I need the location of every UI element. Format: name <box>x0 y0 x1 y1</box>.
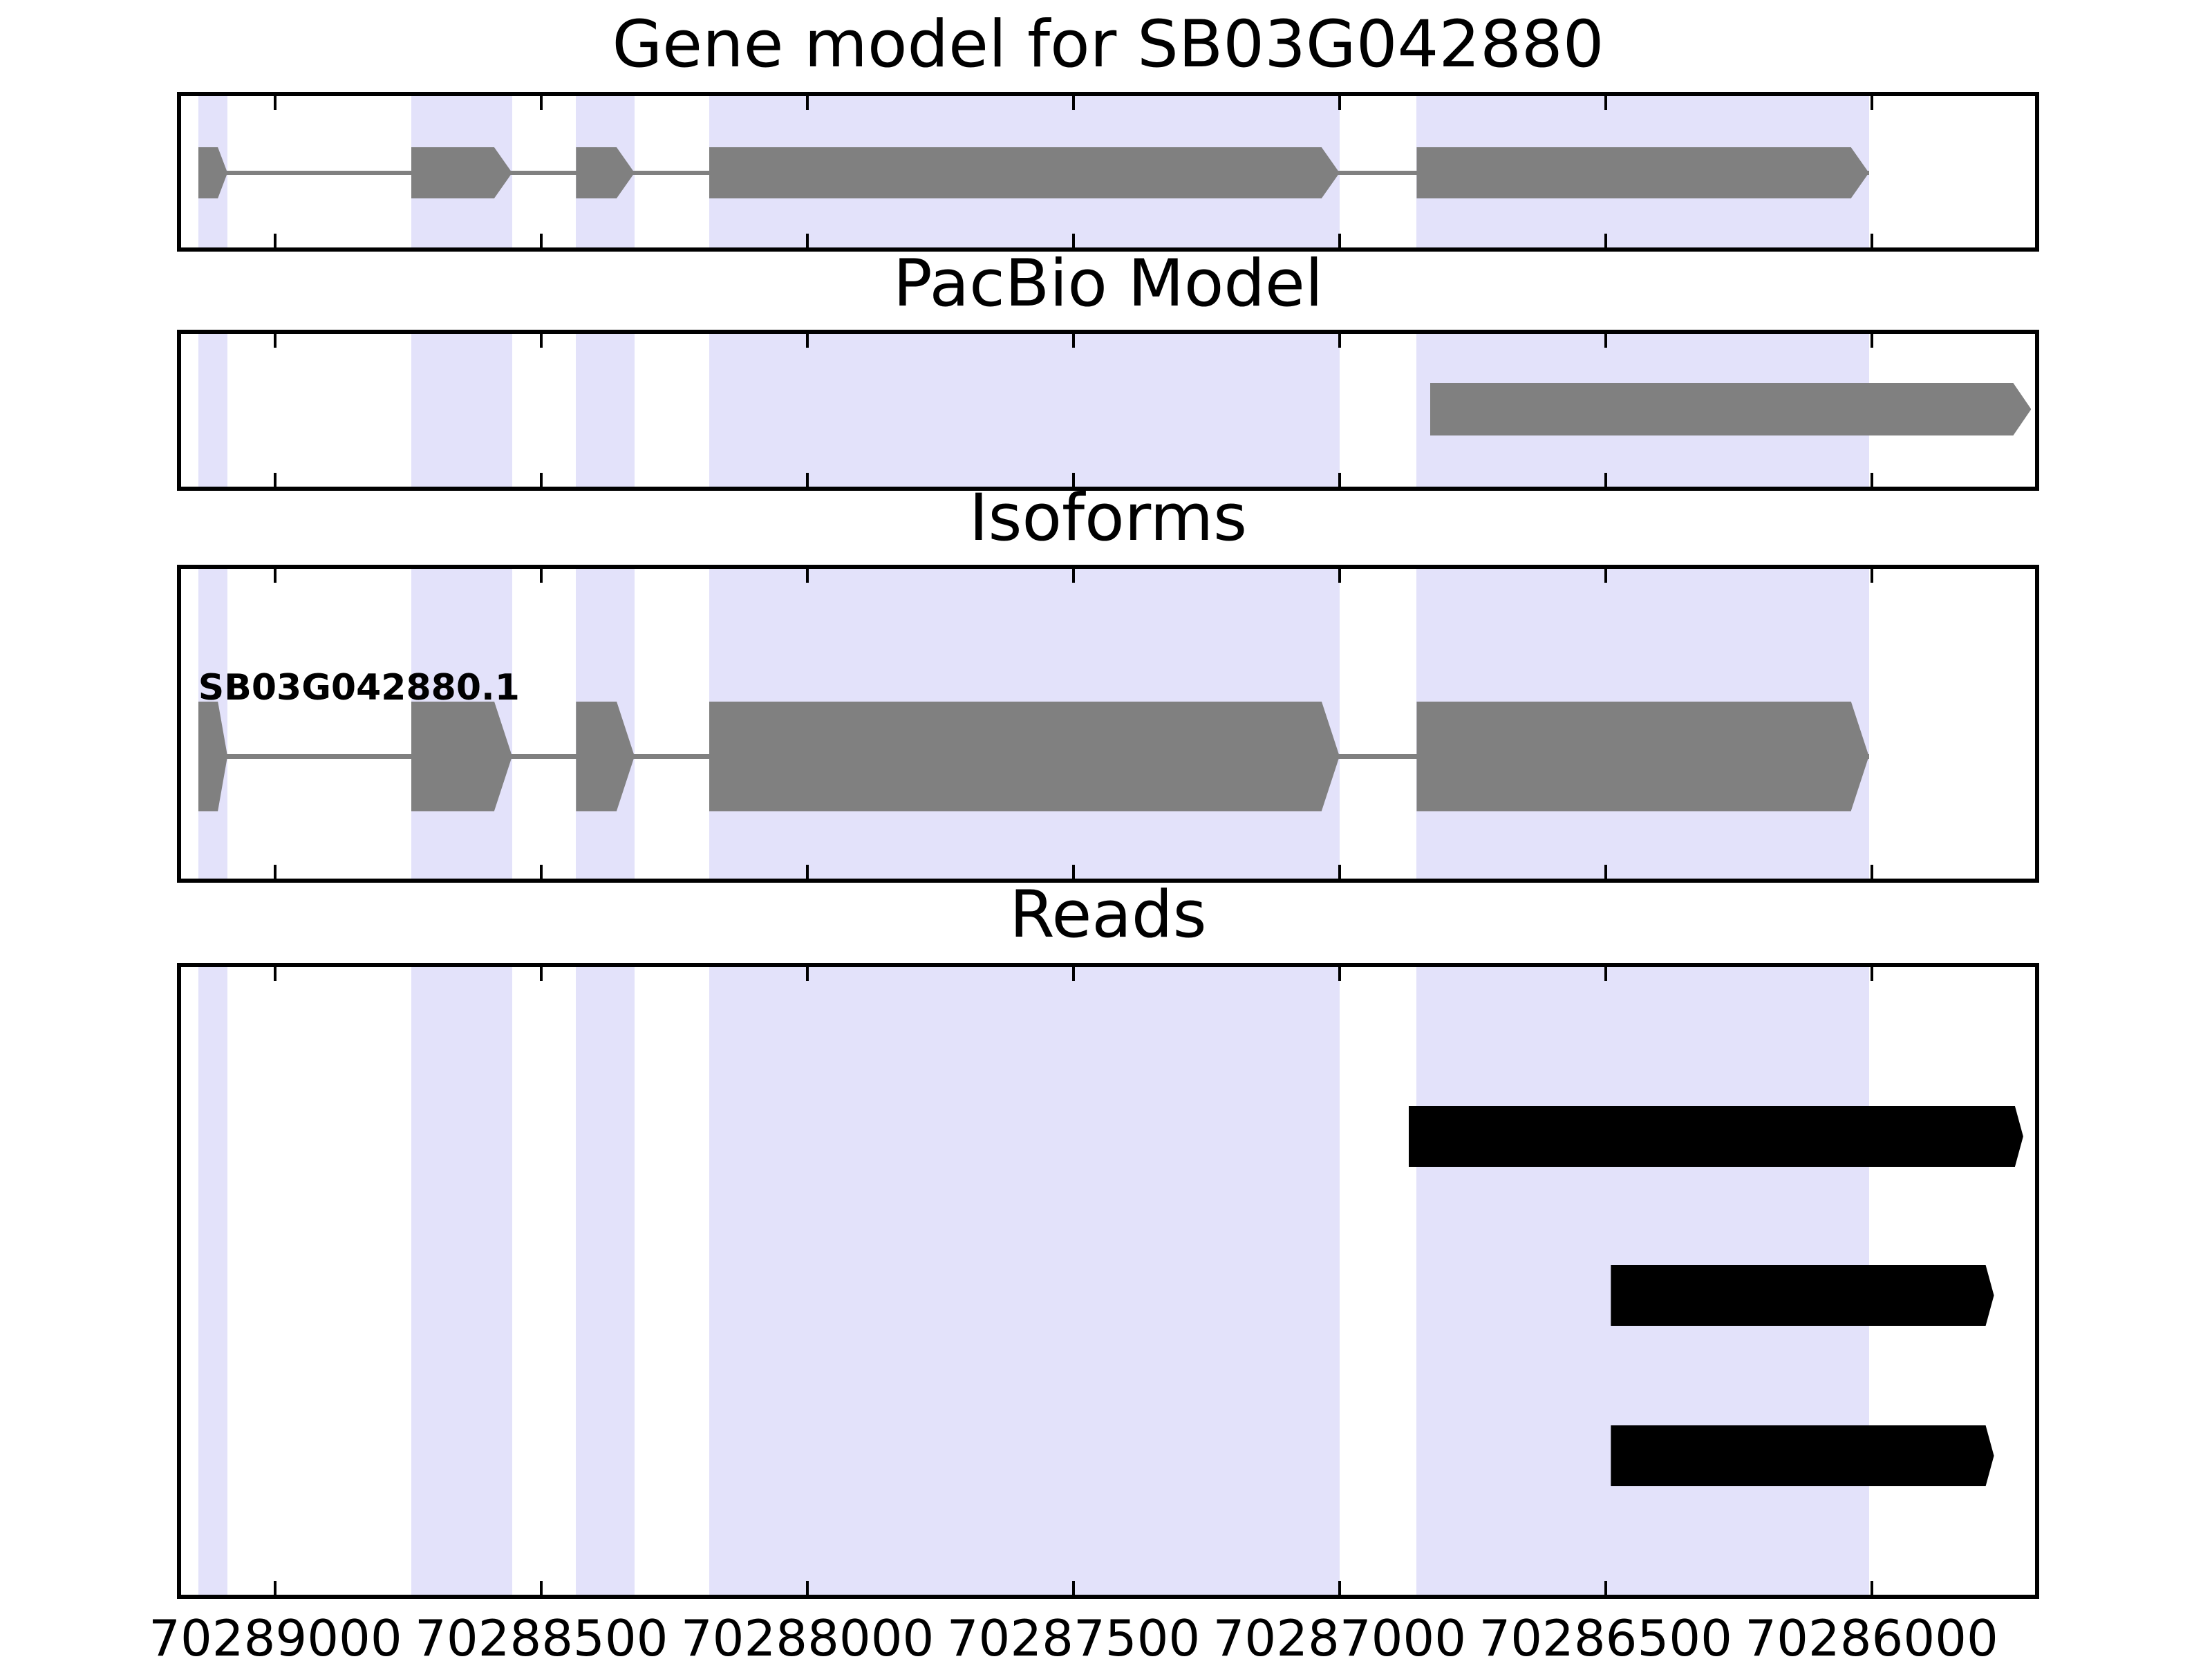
isoforms-panel-title: Isoforms <box>968 480 1248 556</box>
axis-tick-mark <box>1604 334 1607 348</box>
axis-tick-mark <box>1338 96 1341 110</box>
axis-tick-mark <box>806 234 809 247</box>
axis-tick-mark <box>1338 967 1341 981</box>
axis-tick-mark <box>806 1581 809 1595</box>
axis-tick-mark <box>1071 334 1075 348</box>
pacbio-panel <box>177 330 2039 491</box>
axis-tick-mark <box>274 473 277 487</box>
read-bar <box>1611 1265 1994 1326</box>
axis-tick-mark <box>1338 865 1341 879</box>
axis-tick-mark <box>1338 1581 1341 1595</box>
axis-tick-mark <box>1071 473 1075 487</box>
read-bar <box>1409 1106 2023 1167</box>
x-axis-tick-label: 70289000 <box>149 1609 402 1659</box>
axis-tick-mark <box>806 865 809 879</box>
x-axis-tick-label: 70288500 <box>415 1609 668 1659</box>
x-axis-tick-label: 70286000 <box>1745 1609 1998 1659</box>
axis-tick-mark <box>540 96 543 110</box>
x-axis-tick-label: 70287500 <box>946 1609 1201 1659</box>
exon-highlight-band <box>709 967 1340 1595</box>
axis-tick-mark <box>1338 569 1341 583</box>
isoform-exon-arrow <box>411 702 512 812</box>
axis-tick-mark <box>1870 234 1873 247</box>
axis-tick-mark <box>806 967 809 981</box>
x-axis-tick-label: 70286500 <box>1479 1609 1732 1659</box>
axis-tick-mark <box>1604 569 1607 583</box>
exon-highlight-band <box>198 334 228 487</box>
axis-tick-mark <box>1604 234 1607 247</box>
axis-tick-mark <box>540 473 543 487</box>
axis-tick-mark <box>1071 569 1075 583</box>
axis-tick-mark <box>806 569 809 583</box>
exon-highlight-band <box>576 967 635 1595</box>
axis-tick-mark <box>1338 234 1341 247</box>
exon-highlight-band <box>411 334 512 487</box>
pacbio-panel-title: PacBio Model <box>893 246 1323 321</box>
axis-tick-mark <box>1870 1581 1873 1595</box>
axis-tick-mark <box>1071 96 1075 110</box>
axis-tick-mark <box>540 967 543 981</box>
gene-model-panel <box>177 92 2039 252</box>
gene-model-panel-title: Gene model for SB03G042880 <box>612 7 1604 82</box>
axis-tick-mark <box>1338 473 1341 487</box>
x-axis-tick-label: 70287000 <box>1212 1609 1467 1659</box>
axis-tick-mark <box>1604 865 1607 879</box>
axis-tick-mark <box>1604 967 1607 981</box>
axis-tick-mark <box>274 334 277 348</box>
exon-highlight-band <box>709 334 1340 487</box>
reads-panel <box>177 963 2039 1599</box>
isoform-exon-arrow <box>1416 702 1868 812</box>
axis-tick-mark <box>1071 1581 1075 1595</box>
exon-highlight-band <box>198 967 228 1595</box>
axis-tick-mark <box>274 865 277 879</box>
x-axis-tick-label: 70288000 <box>680 1609 935 1659</box>
axis-tick-mark <box>274 967 277 981</box>
axis-tick-mark <box>274 1581 277 1595</box>
axis-tick-mark <box>1604 1581 1607 1595</box>
reads-panel-title: Reads <box>1009 877 1207 953</box>
isoform-exon-arrow <box>709 702 1340 812</box>
axis-tick-mark <box>540 334 543 348</box>
axis-tick-mark <box>1870 569 1873 583</box>
pacbio-read-arrow <box>1430 383 2032 435</box>
axis-tick-mark <box>274 569 277 583</box>
axis-tick-mark <box>1071 865 1075 879</box>
axis-tick-mark <box>540 1581 543 1595</box>
axis-tick-mark <box>806 334 809 348</box>
axis-tick-mark <box>540 569 543 583</box>
axis-tick-mark <box>274 96 277 110</box>
axis-tick-mark <box>540 865 543 879</box>
exon-highlight-band <box>411 967 512 1595</box>
axis-tick-mark <box>1604 473 1607 487</box>
axis-tick-mark <box>1870 334 1873 348</box>
axis-tick-mark <box>1870 865 1873 879</box>
axis-tick-mark <box>1870 473 1873 487</box>
gene-model-exon-arrow <box>1416 147 1868 198</box>
read-bar <box>1611 1425 1994 1486</box>
axis-tick-mark <box>1071 234 1075 247</box>
axis-tick-mark <box>540 234 543 247</box>
axis-tick-mark <box>1071 967 1075 981</box>
isoform-label: SB03G042880.1 <box>198 667 520 709</box>
gene-model-exon-arrow <box>709 147 1340 198</box>
axis-tick-mark <box>1338 334 1341 348</box>
axis-tick-mark <box>806 96 809 110</box>
axis-tick-mark <box>274 234 277 247</box>
gene-model-exon-arrow <box>411 147 512 198</box>
exon-highlight-band <box>576 334 635 487</box>
axis-tick-mark <box>1870 96 1873 110</box>
axis-tick-mark <box>1870 967 1873 981</box>
isoforms-panel: SB03G042880.1 <box>177 565 2039 883</box>
axis-tick-mark <box>806 473 809 487</box>
axis-tick-mark <box>1604 96 1607 110</box>
